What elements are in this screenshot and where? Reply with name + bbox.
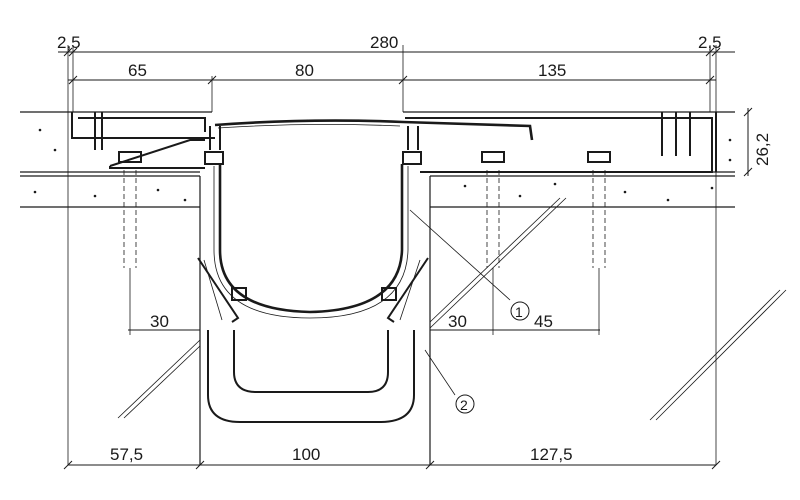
hatch-line bbox=[117, 339, 201, 419]
dimension-tick bbox=[207, 75, 217, 85]
bottom-dimension-group: 57,5 100 127,5 bbox=[63, 445, 721, 470]
callout-circle-2 bbox=[455, 394, 475, 414]
concrete-dot bbox=[156, 188, 160, 192]
concrete-dot bbox=[33, 190, 37, 194]
dimension-tick bbox=[63, 47, 73, 57]
right-clamp-riser bbox=[407, 126, 419, 150]
left-clamp-riser bbox=[209, 126, 221, 150]
left-cover-plate bbox=[78, 117, 206, 132]
clamp-profiles bbox=[204, 126, 422, 165]
dim-top-overall: 280 bbox=[370, 33, 398, 52]
left-wedge-support bbox=[109, 139, 205, 167]
callout-group: 1 2 bbox=[409, 209, 530, 414]
bolt-nut-right-2 bbox=[587, 151, 611, 163]
right-clamp bbox=[402, 151, 422, 165]
side-dimension-group: 26,2 bbox=[743, 107, 772, 177]
concrete-dot bbox=[728, 138, 732, 142]
top-dimension-group: 2,5 280 2,5 65 80 135 bbox=[57, 33, 735, 112]
hatch-line bbox=[123, 345, 201, 419]
dimension-tick bbox=[398, 75, 408, 85]
hatch-line bbox=[655, 289, 787, 421]
concrete-dot bbox=[553, 182, 557, 186]
dimension-tick bbox=[705, 75, 715, 85]
hatch-line bbox=[429, 197, 567, 329]
hatch-line bbox=[429, 197, 561, 323]
callout-circle-1 bbox=[510, 301, 530, 321]
concrete-dot bbox=[518, 194, 522, 198]
dim-top-left-edge: 2,5 bbox=[57, 33, 81, 52]
internal-dimensions: 30 30 45 bbox=[128, 268, 600, 335]
dimension-tick bbox=[425, 460, 435, 470]
dim-bottom-right: 127,5 bbox=[530, 445, 573, 464]
left-base-plate bbox=[109, 166, 205, 169]
dim-side-height: 26,2 bbox=[753, 133, 772, 166]
dim-bottom-left: 57,5 bbox=[110, 445, 143, 464]
concrete-dot bbox=[463, 184, 467, 188]
left-channel-flange bbox=[197, 257, 240, 323]
hatch-pattern bbox=[117, 197, 787, 421]
left-flange-edge bbox=[203, 259, 223, 321]
concrete-dot bbox=[183, 198, 187, 202]
concrete-dot bbox=[93, 194, 97, 198]
membrane-outer-line bbox=[213, 166, 409, 319]
concrete-dot bbox=[710, 186, 714, 190]
dimension-tick bbox=[63, 460, 73, 470]
dimension-tick bbox=[195, 460, 205, 470]
dim-bottom-middle: 100 bbox=[292, 445, 320, 464]
callout-leader-1 bbox=[409, 209, 511, 301]
fasteners bbox=[94, 112, 691, 301]
concrete-dot bbox=[38, 128, 42, 132]
dim-top-right-edge: 2,5 bbox=[698, 33, 722, 52]
drain-channel-outer bbox=[207, 330, 415, 423]
channel-bolt-right bbox=[381, 287, 397, 301]
cover-plates bbox=[71, 112, 717, 173]
dim-inner-right-extra: 45 bbox=[534, 312, 553, 331]
central-bridging-plate bbox=[214, 119, 534, 141]
callout-label-1: 1 bbox=[515, 304, 523, 320]
dim-inner-right: 30 bbox=[448, 312, 467, 331]
left-angle-profile bbox=[71, 112, 215, 139]
dim-inner-left: 30 bbox=[150, 312, 169, 331]
concrete-dot bbox=[666, 198, 670, 202]
channel-bolt-left bbox=[231, 287, 247, 301]
concrete-dot bbox=[53, 148, 57, 152]
drain-channel-inner bbox=[233, 330, 389, 393]
dimension-tick bbox=[705, 47, 715, 57]
bolt-nut-right-1 bbox=[481, 151, 505, 163]
dimension-tick bbox=[743, 107, 753, 117]
dimension-tick bbox=[711, 47, 721, 57]
right-flange-edge bbox=[399, 259, 421, 321]
dim-segment-left: 65 bbox=[128, 61, 147, 80]
dim-segment-right: 135 bbox=[538, 61, 566, 80]
membrane-item-1 bbox=[213, 164, 409, 319]
dimension-tick bbox=[743, 167, 753, 177]
bridging-plate-texture bbox=[217, 124, 401, 129]
dimension-tick bbox=[68, 75, 78, 85]
rubber-membrane bbox=[218, 164, 404, 314]
right-channel-flange bbox=[386, 257, 429, 323]
bolt-nut-left bbox=[118, 151, 142, 163]
callout-leader-2 bbox=[424, 349, 456, 396]
concrete-dot bbox=[623, 190, 627, 194]
right-cover-frame bbox=[405, 117, 713, 173]
callout-label-2: 2 bbox=[460, 397, 468, 413]
left-clamp bbox=[204, 151, 224, 165]
dim-segment-middle: 80 bbox=[295, 61, 314, 80]
concrete-slabs bbox=[20, 111, 735, 208]
hatch-line bbox=[649, 289, 781, 421]
dimension-tick bbox=[711, 460, 721, 470]
concrete-dot bbox=[728, 158, 732, 162]
dimension-tick bbox=[68, 47, 78, 57]
drain-channel-item-2 bbox=[197, 257, 429, 423]
